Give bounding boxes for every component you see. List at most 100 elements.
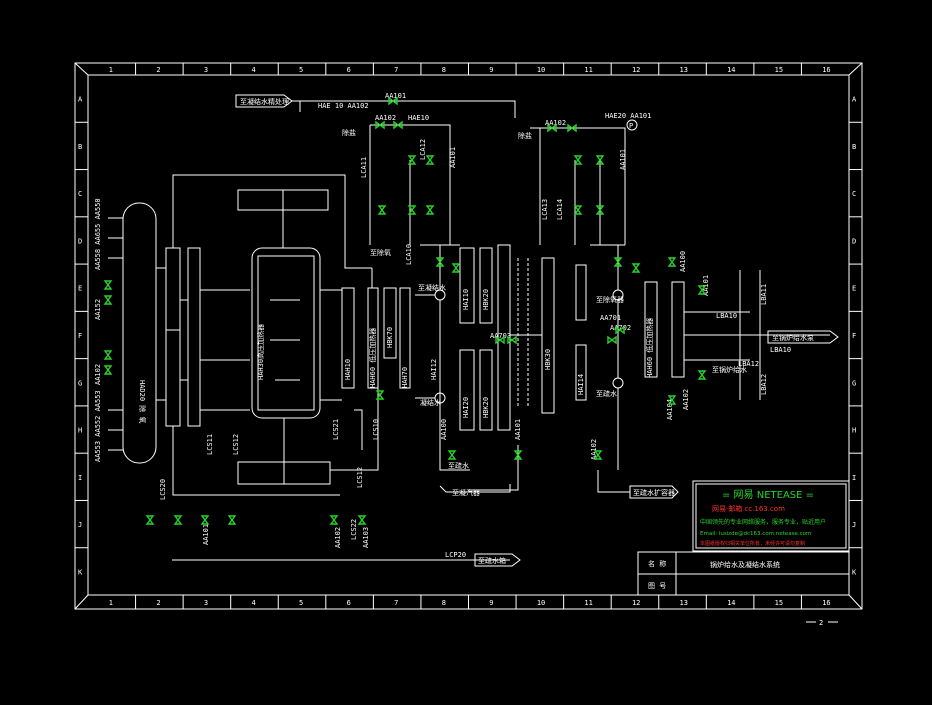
grid-row-label-right: I [852, 474, 856, 482]
hai14-label: HAI14 [577, 374, 585, 395]
grid-col-label-top: 16 [822, 66, 830, 74]
valve-icon [607, 335, 617, 345]
drain-b: 至疏水 [596, 389, 617, 398]
aa102-m: AA102 [590, 439, 598, 460]
valve-icon [631, 263, 641, 273]
left-tags-bottom: AA553 AA552 AA553 [94, 390, 102, 462]
grid-row-label-left: E [78, 285, 82, 293]
grid-col-label-bottom: 15 [775, 599, 783, 607]
hah-columns: HAH10 HAH60 低压加热器 HBK70 HAH70 [330, 268, 411, 471]
lcs20: LCS20 [159, 479, 167, 500]
aa103-btm: AA103 [362, 527, 370, 548]
grid-col-label-top: 6 [347, 66, 351, 74]
hae20-label: HAE20 AA101 [605, 112, 651, 120]
grid-col-label-bottom: 7 [394, 599, 398, 607]
valve-icon [667, 257, 677, 267]
valve-icon [567, 123, 577, 133]
hah30-heater: HAH30高压加热器 [237, 189, 342, 485]
grid-row-label-right: F [852, 332, 856, 340]
lba12-label: LBA12 [760, 374, 768, 395]
lcs21: LCS21 [332, 419, 340, 440]
grid-col-label-top: 1 [109, 66, 113, 74]
lba10-tag: LBA10 [716, 312, 737, 320]
valve-icon [425, 205, 435, 215]
valve-icon [435, 257, 445, 267]
valve-icon [595, 205, 605, 215]
grid-row-label-left: B [78, 143, 82, 151]
valve-icon [697, 285, 707, 295]
valve-icon [613, 257, 623, 267]
valve-icon [667, 395, 677, 405]
title-name-label: 名 称 [648, 559, 666, 568]
lcs12-tag: LCS12 [356, 467, 364, 488]
bottom-main: 至疏水箱 [478, 556, 506, 565]
grid-col-label-bottom: 6 [347, 599, 351, 607]
deaerator-drum: HAD20 除 氧 AA558 AA655 AA550 AA553 AA552 … [94, 198, 157, 464]
grid-row-label-left: K [78, 568, 83, 576]
aa102-a: AA102 [375, 114, 396, 122]
grid-row-label-left: H [78, 427, 82, 435]
valve-icon [103, 350, 113, 360]
lcs11: LCS11 [206, 434, 214, 455]
aa100-m: AA100 [440, 419, 448, 440]
valve-icon [407, 155, 417, 165]
watermark-line2: 网易·邮箱 cc.163.com [712, 504, 785, 513]
valve-icon [407, 205, 417, 215]
grid-row-label-left: J [78, 521, 82, 529]
page-number: 2 [806, 619, 838, 627]
valves [103, 96, 707, 525]
hae10-label: HAE10 [408, 114, 429, 122]
valve-icon [425, 155, 435, 165]
valve-icon [200, 515, 210, 525]
grid-row-label-right: H [852, 427, 856, 435]
deaerator-label: HAD20 除 氧 [138, 380, 147, 424]
text-labels: 至凝结水精处理 HAE 10 AA102 AA101 AA102 HAE10 除… [159, 92, 814, 565]
valve-icon [697, 370, 707, 380]
valve-icon [227, 515, 237, 525]
grid-col-label-bottom: 12 [632, 599, 640, 607]
grid-row-label-right: C [852, 190, 856, 198]
lcs12: LCS12 [232, 434, 240, 455]
grid-row-label-right: B [852, 143, 856, 151]
watermark-line5: 本图纸版权归相关单位所有，未经许可请勿复制 [700, 540, 805, 547]
hbk30-label: HBK30 [544, 349, 552, 370]
grid-col-label-top: 13 [680, 66, 688, 74]
valve-icon [451, 263, 461, 273]
hai10-label: HAI10 [462, 289, 470, 310]
watermark-line3: 中国领先的专业网络服务，服务专业，贴近用户 [700, 518, 826, 526]
grid-col-label-bottom: 14 [727, 599, 735, 607]
lca10-tag: LCA10 [405, 244, 413, 265]
aa152-tag: AA152 [94, 299, 102, 320]
grid-col-label-bottom: 9 [489, 599, 493, 607]
title-block: 名 称 锅炉给水及凝结水系统 图 号 [637, 551, 850, 596]
hai20-label: HAI20 [462, 397, 470, 418]
valve-icon [103, 365, 113, 375]
grid-col-label-top: 12 [632, 66, 640, 74]
valve-icon [393, 120, 403, 130]
lcs22-tag: LCS22 [350, 519, 358, 540]
grid-row-label-right: A [852, 96, 857, 104]
hah10-label: HAH10 [344, 359, 352, 380]
grid-col-label-top: 3 [204, 66, 208, 74]
hah70-label: HAH70 [401, 367, 409, 388]
grid-col-label-top: 5 [299, 66, 303, 74]
water-a: 除盐 [342, 128, 356, 137]
grid-row-label-right: G [852, 379, 856, 387]
valve-icon [375, 390, 385, 400]
grid-row-label-left: A [78, 96, 83, 104]
aa101-btm: AA101 [202, 524, 210, 545]
aa703-tag: AA703 [490, 332, 511, 340]
grid-col-label-bottom: 5 [299, 599, 303, 607]
grid-row-label-left: G [78, 379, 82, 387]
grid-col-label-top: 2 [156, 66, 160, 74]
grid-col-label-top: 4 [251, 66, 255, 74]
left-tags-top: AA558 AA655 AA550 [94, 198, 102, 270]
grid-row-label-left: D [78, 237, 82, 245]
hah-right-label: HAH60 低压加热器 [645, 318, 654, 378]
grid-col-label-bottom: 1 [109, 599, 113, 607]
aa101-c: AA101 [449, 147, 457, 168]
aa702-tag: AA702 [610, 324, 631, 332]
watermark-line4: Email: lusizde@dc163.com.netease.com [700, 531, 811, 537]
drain-a: 至疏水 [448, 461, 469, 470]
